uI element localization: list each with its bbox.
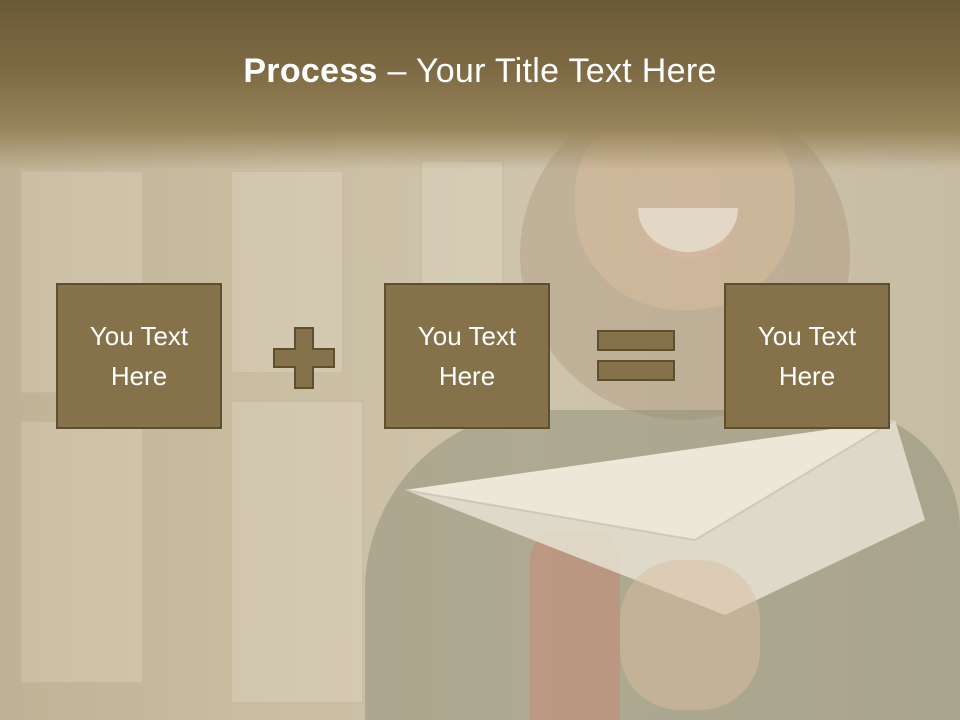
slide-title: Process – Your Title Text Here <box>0 52 960 91</box>
title-bar: Process – Your Title Text Here <box>0 0 960 170</box>
equals-icon <box>597 330 675 384</box>
title-rest: – Your Title Text Here <box>377 52 717 90</box>
equals-bar-top <box>597 330 675 351</box>
paper-plane-image <box>404 419 925 615</box>
person-hand <box>620 560 760 710</box>
background-door-panel <box>20 420 144 684</box>
process-box-2[interactable]: You Text Here <box>384 283 550 429</box>
process-box-1[interactable]: You Text Here <box>56 283 222 429</box>
background-door-panel <box>230 400 364 704</box>
process-box-3[interactable]: You Text Here <box>724 283 890 429</box>
equals-bar-bottom <box>597 360 675 381</box>
background-door-panel <box>230 170 344 374</box>
plus-icon <box>273 327 335 389</box>
title-bold: Process <box>243 52 378 90</box>
